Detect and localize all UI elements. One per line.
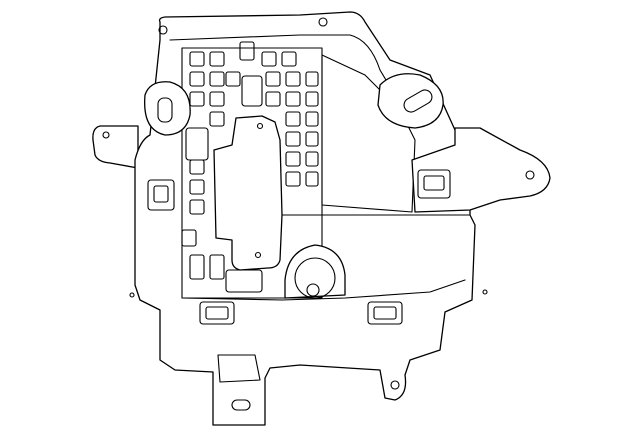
center-plate [213, 115, 283, 271]
left-latch [147, 179, 175, 211]
bottom-slot-left [199, 301, 235, 325]
port-ring [294, 257, 336, 299]
right-latch-inner [423, 175, 445, 191]
bottom-right-hole [390, 380, 400, 390]
right-ear-hole [525, 170, 535, 180]
right-mounting-ear [411, 127, 551, 213]
bracket-body [134, 11, 476, 426]
side-pin-left [129, 292, 135, 298]
small-tab [225, 269, 263, 293]
plate-hole-top [256, 122, 264, 130]
top-right-hole [318, 17, 328, 27]
top-rim [169, 34, 396, 96]
left-boss-slot [157, 97, 173, 123]
bottom-slot-right-inner [373, 306, 397, 320]
left-mounting-ear [92, 125, 139, 169]
side-pin-right [482, 289, 488, 295]
right-boss-slot [403, 89, 433, 113]
right-latch [417, 169, 451, 199]
bottom-tab-clip [217, 354, 261, 383]
left-boss [144, 81, 191, 136]
port-hole [306, 283, 320, 297]
plate-hole-bottom [254, 251, 262, 259]
bottom-slot-left-inner [205, 306, 229, 320]
top-left-hole [158, 25, 168, 35]
bottom-tab-slot [231, 399, 251, 411]
round-port [284, 244, 346, 299]
bottom-ledge [181, 279, 466, 301]
right-boss [377, 73, 444, 129]
right-panel [321, 54, 416, 213]
bottom-slot-right [367, 301, 403, 325]
left-ear-hole [102, 131, 110, 139]
left-latch-inner [153, 185, 169, 203]
